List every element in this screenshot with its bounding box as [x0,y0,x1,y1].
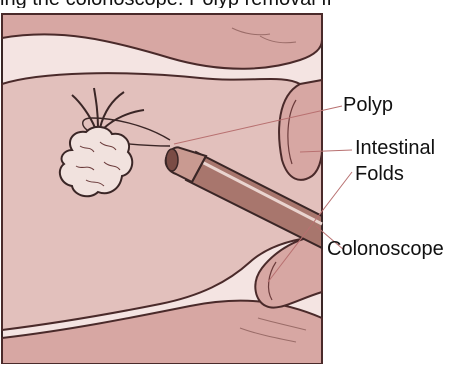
cropped-caption-text: ing the colonoscope. Polyp removal from [0,0,330,8]
label-colonoscope: Colonoscope [327,238,444,260]
label-folds: Folds [355,163,404,185]
label-intestinal: Intestinal [355,137,435,159]
label-polyp: Polyp [343,94,393,116]
colonoscope-lens [166,149,178,171]
